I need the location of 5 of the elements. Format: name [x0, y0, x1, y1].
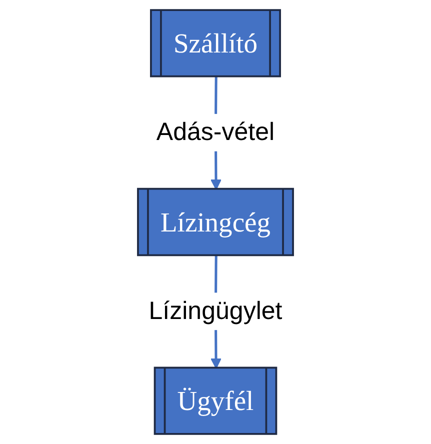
- process-box: Szállító: [150, 9, 281, 78]
- process-box: Ügyfél: [154, 366, 278, 435]
- edge-label: Lízingügylet: [148, 292, 282, 330]
- edge-label: Adás-vétel: [156, 114, 275, 152]
- process-box: Lízingcég: [137, 188, 294, 256]
